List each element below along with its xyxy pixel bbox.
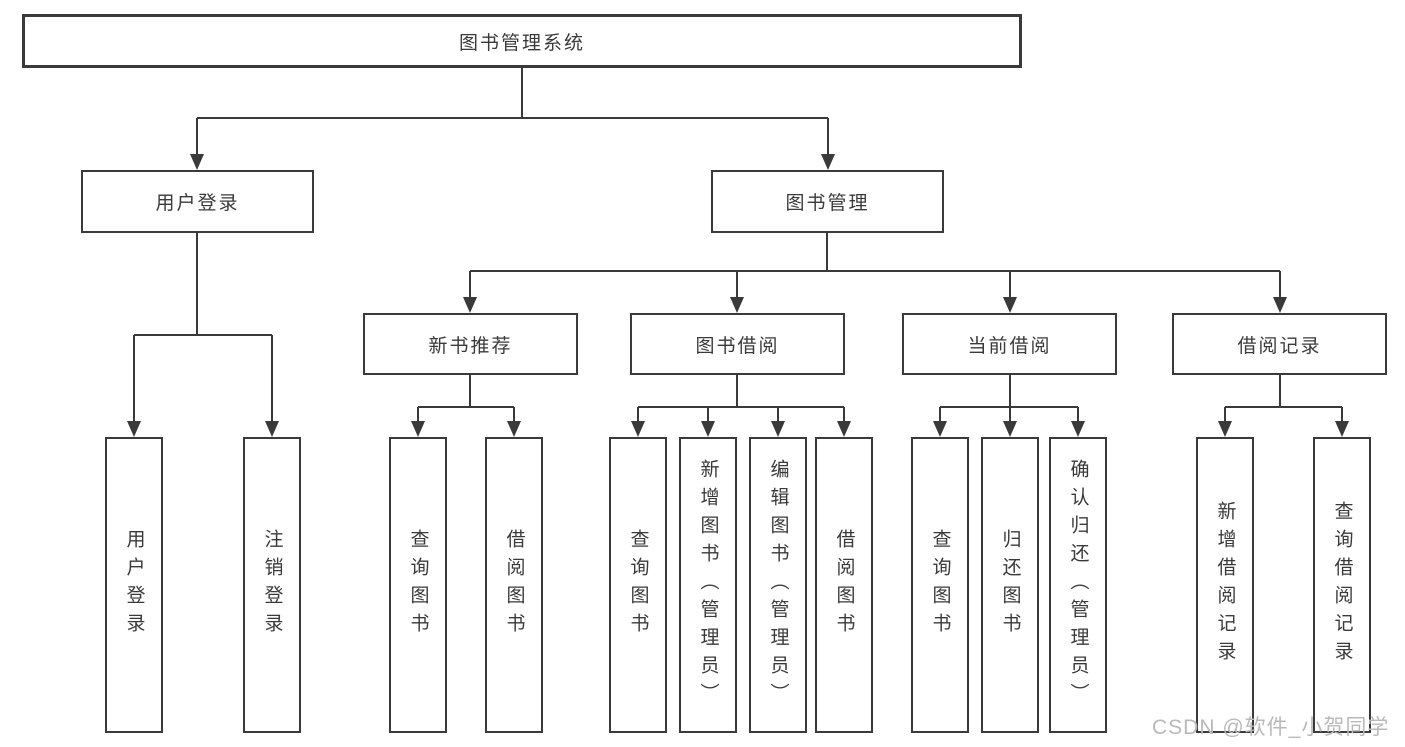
leaf-query-borrow-record: 查询借阅记录 (1313, 437, 1371, 733)
node-new-book-recommendation: 新书推荐 (363, 313, 578, 375)
leaf-borrow-books: 借阅图书 (815, 437, 873, 733)
leaf-query-books-current: 查询图书 (911, 437, 969, 733)
leaf-user-login: 用户登录 (105, 437, 163, 733)
node-book-management: 图书管理 (711, 170, 944, 233)
leaf-logout: 注销登录 (243, 437, 301, 733)
node-current-borrowing: 当前借阅 (902, 313, 1117, 375)
csdn-watermark: CSDN @软件_小贺同学 (1152, 716, 1390, 739)
leaf-add-books-admin: 新增图书（管理员） (679, 437, 737, 733)
node-user-login: 用户登录 (81, 170, 314, 233)
leaf-query-books-recommend: 查询图书 (389, 437, 447, 733)
node-book-borrowing: 图书借阅 (630, 313, 845, 375)
node-borrowing-records: 借阅记录 (1172, 313, 1387, 375)
node-root: 图书管理系统 (22, 14, 1022, 68)
leaf-add-borrow-record: 新增借阅记录 (1196, 437, 1254, 733)
leaf-borrow-books-recommend: 借阅图书 (485, 437, 543, 733)
leaf-edit-books-admin: 编辑图书（管理员） (749, 437, 807, 733)
leaf-query-books-borrow: 查询图书 (609, 437, 667, 733)
leaf-confirm-return-admin: 确认归还（管理员） (1049, 437, 1107, 733)
leaf-return-books: 归还图书 (981, 437, 1039, 733)
